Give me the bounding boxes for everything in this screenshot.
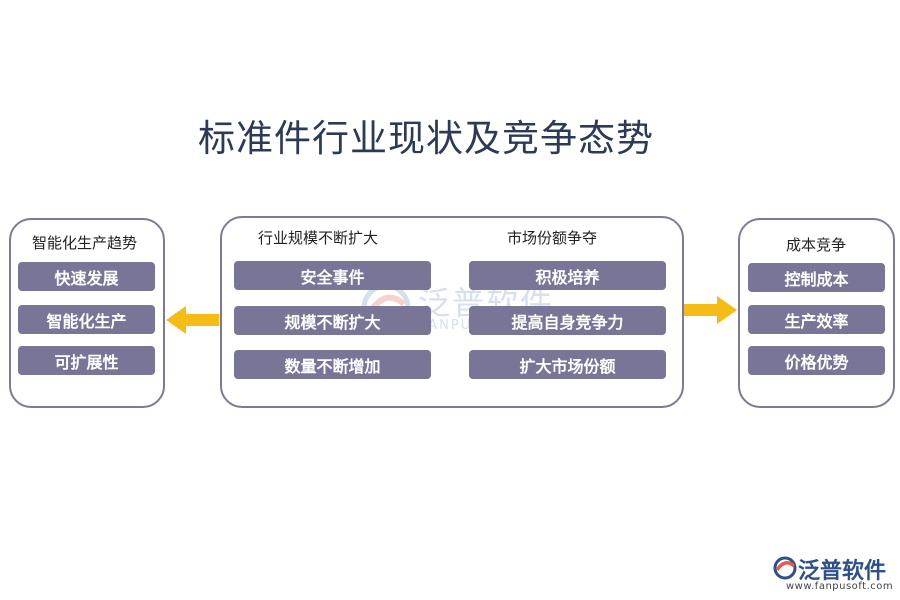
middle-col2-item-2: 提高自身竞争力 (469, 306, 666, 335)
right-item-2: 生产效率 (748, 305, 885, 334)
middle-col1-item-3: 数量不断增加 (234, 350, 431, 379)
left-item-2: 智能化生产 (18, 305, 155, 334)
middle-col2-item-1: 积极培养 (469, 261, 666, 290)
right-item-3: 价格优势 (748, 346, 885, 375)
left-item-3: 可扩展性 (18, 346, 155, 375)
page-title: 标准件行业现状及竞争态势 (198, 117, 654, 160)
right-item-1: 控制成本 (748, 263, 885, 292)
brand-logo: 泛普软件 www.fanpusoft.com (772, 553, 894, 597)
middle-col2-item-3: 扩大市场份额 (469, 350, 666, 379)
middle-col1-item-1: 安全事件 (234, 261, 431, 290)
middle-col1-heading: 行业规模不断扩大 (258, 229, 379, 247)
middle-col2-heading: 市场份额争夺 (507, 229, 598, 247)
right-arrow-icon (684, 296, 737, 324)
middle-col1-item-2: 规模不断扩大 (234, 306, 431, 335)
right-panel-heading: 成本竞争 (786, 236, 847, 254)
left-arrow-icon (166, 306, 219, 334)
left-panel-heading: 智能化生产趋势 (32, 234, 138, 252)
brand-name: 泛普软件 (798, 559, 887, 584)
left-item-1: 快速发展 (18, 262, 155, 291)
brand-logo-icon (773, 556, 797, 580)
brand-url: www.fanpusoft.com (786, 581, 894, 592)
